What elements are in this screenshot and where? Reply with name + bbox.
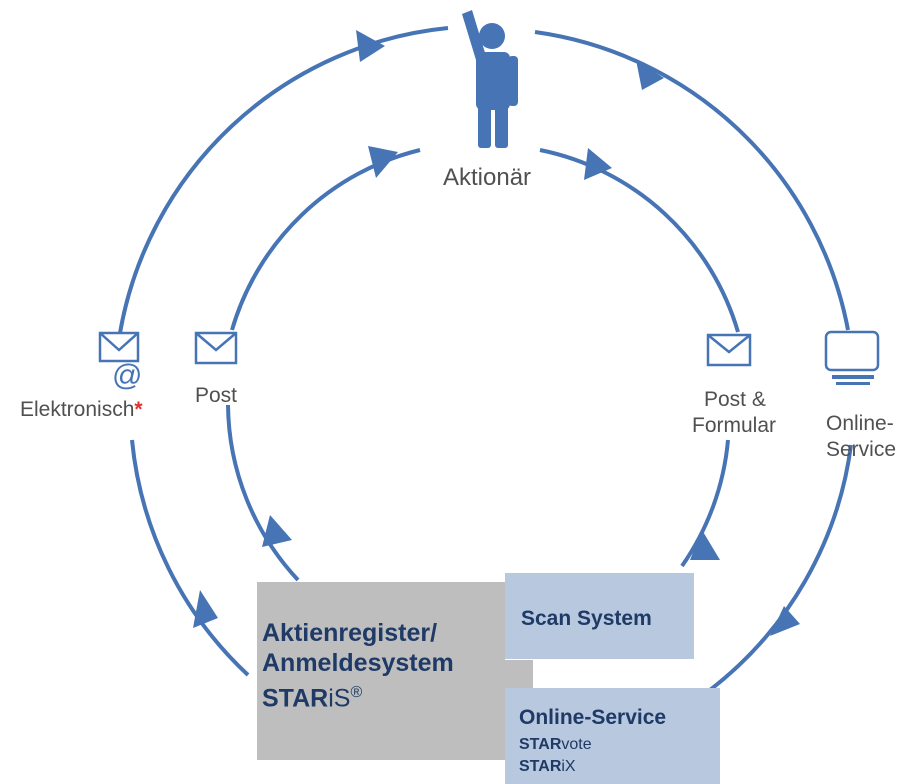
- arrowhead-inner-top-right: [584, 148, 612, 180]
- arrowhead-outer-right-lower: [770, 606, 800, 636]
- arrowhead-inner-top-left: [368, 146, 398, 178]
- channel-electronic-label: Elektronisch*: [20, 398, 143, 422]
- electronic-text: Elektronisch: [20, 398, 135, 421]
- inner-arc-top-right: [539, 148, 740, 333]
- outer-arc-top-right: [534, 30, 850, 331]
- required-marker: *: [134, 398, 143, 421]
- inner-arc-left-lower: [226, 404, 300, 582]
- starvote-item: STARvote: [519, 736, 592, 753]
- post-form-line2: Formular: [692, 414, 777, 437]
- channel-online-service-label: Online- Service: [826, 412, 896, 462]
- arrowhead-outer-top-right: [636, 60, 664, 90]
- envelope-icon-post-form: [706, 333, 752, 367]
- online-service-line1: Online-: [826, 412, 894, 435]
- outer-arc-left-lower: [130, 439, 250, 677]
- register-box-extension: [505, 660, 533, 688]
- register-brand-bold: STAR: [262, 684, 329, 713]
- scan-system-box: Scan System: [505, 573, 694, 659]
- arrowhead-inner-right-lower: [690, 530, 720, 560]
- arrowhead-outer-left-lower: [193, 590, 218, 628]
- email-at-icon: [98, 331, 140, 363]
- outer-arc-top-left: [118, 26, 449, 334]
- register-line2: Anmeldesystem: [262, 649, 454, 677]
- registered-mark: ®: [350, 684, 363, 701]
- actor-label: Aktionär: [443, 164, 532, 191]
- envelope-icon-post: [194, 331, 238, 365]
- channel-post-label: Post: [195, 384, 238, 407]
- person-icon: [462, 10, 518, 148]
- scan-system-title: Scan System: [521, 607, 652, 630]
- inner-arc-top-left: [230, 148, 421, 331]
- online-service-title: Online-Service: [519, 706, 667, 729]
- register-brand: STARiS®: [262, 678, 454, 713]
- outer-arc-right-lower: [708, 444, 853, 692]
- arrowhead-inner-left-lower: [262, 515, 292, 547]
- register-box-text: Aktienregister/ Anmeldesystem STARiS®: [262, 618, 454, 713]
- at-sign-glyph: @: [112, 359, 142, 392]
- channel-post-form-label: Post & Formular: [692, 388, 776, 438]
- online-service-box: Online-Service STARvote STARiX: [505, 688, 720, 784]
- arrowhead-outer-top-left: [356, 30, 385, 62]
- post-form-line1: Post &: [704, 388, 766, 411]
- register-box: [257, 582, 505, 760]
- inner-arc-right-lower: [680, 439, 730, 568]
- starix-item: STARiX: [519, 758, 576, 775]
- register-line1: Aktienregister/: [262, 619, 438, 647]
- register-brand-rest: iS: [328, 684, 351, 713]
- online-service-line2: Service: [826, 438, 897, 461]
- computer-terminal-icon: [824, 330, 880, 385]
